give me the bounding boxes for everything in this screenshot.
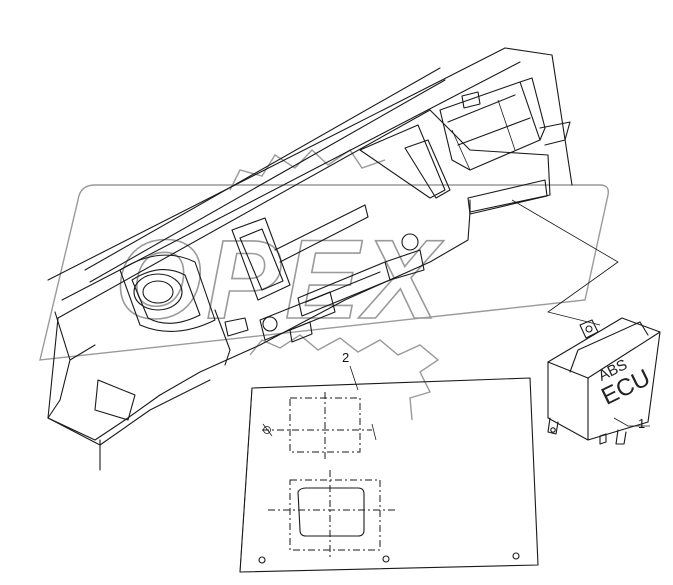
instrument-panel	[47, 47, 573, 471]
callout-2: 2	[342, 350, 359, 391]
callout-1: 1	[613, 416, 650, 431]
callout-label-2: 2	[342, 350, 349, 365]
leader-lines	[511, 199, 619, 326]
mounting-bracket	[239, 377, 539, 573]
callout-label-1: 1	[638, 416, 645, 431]
